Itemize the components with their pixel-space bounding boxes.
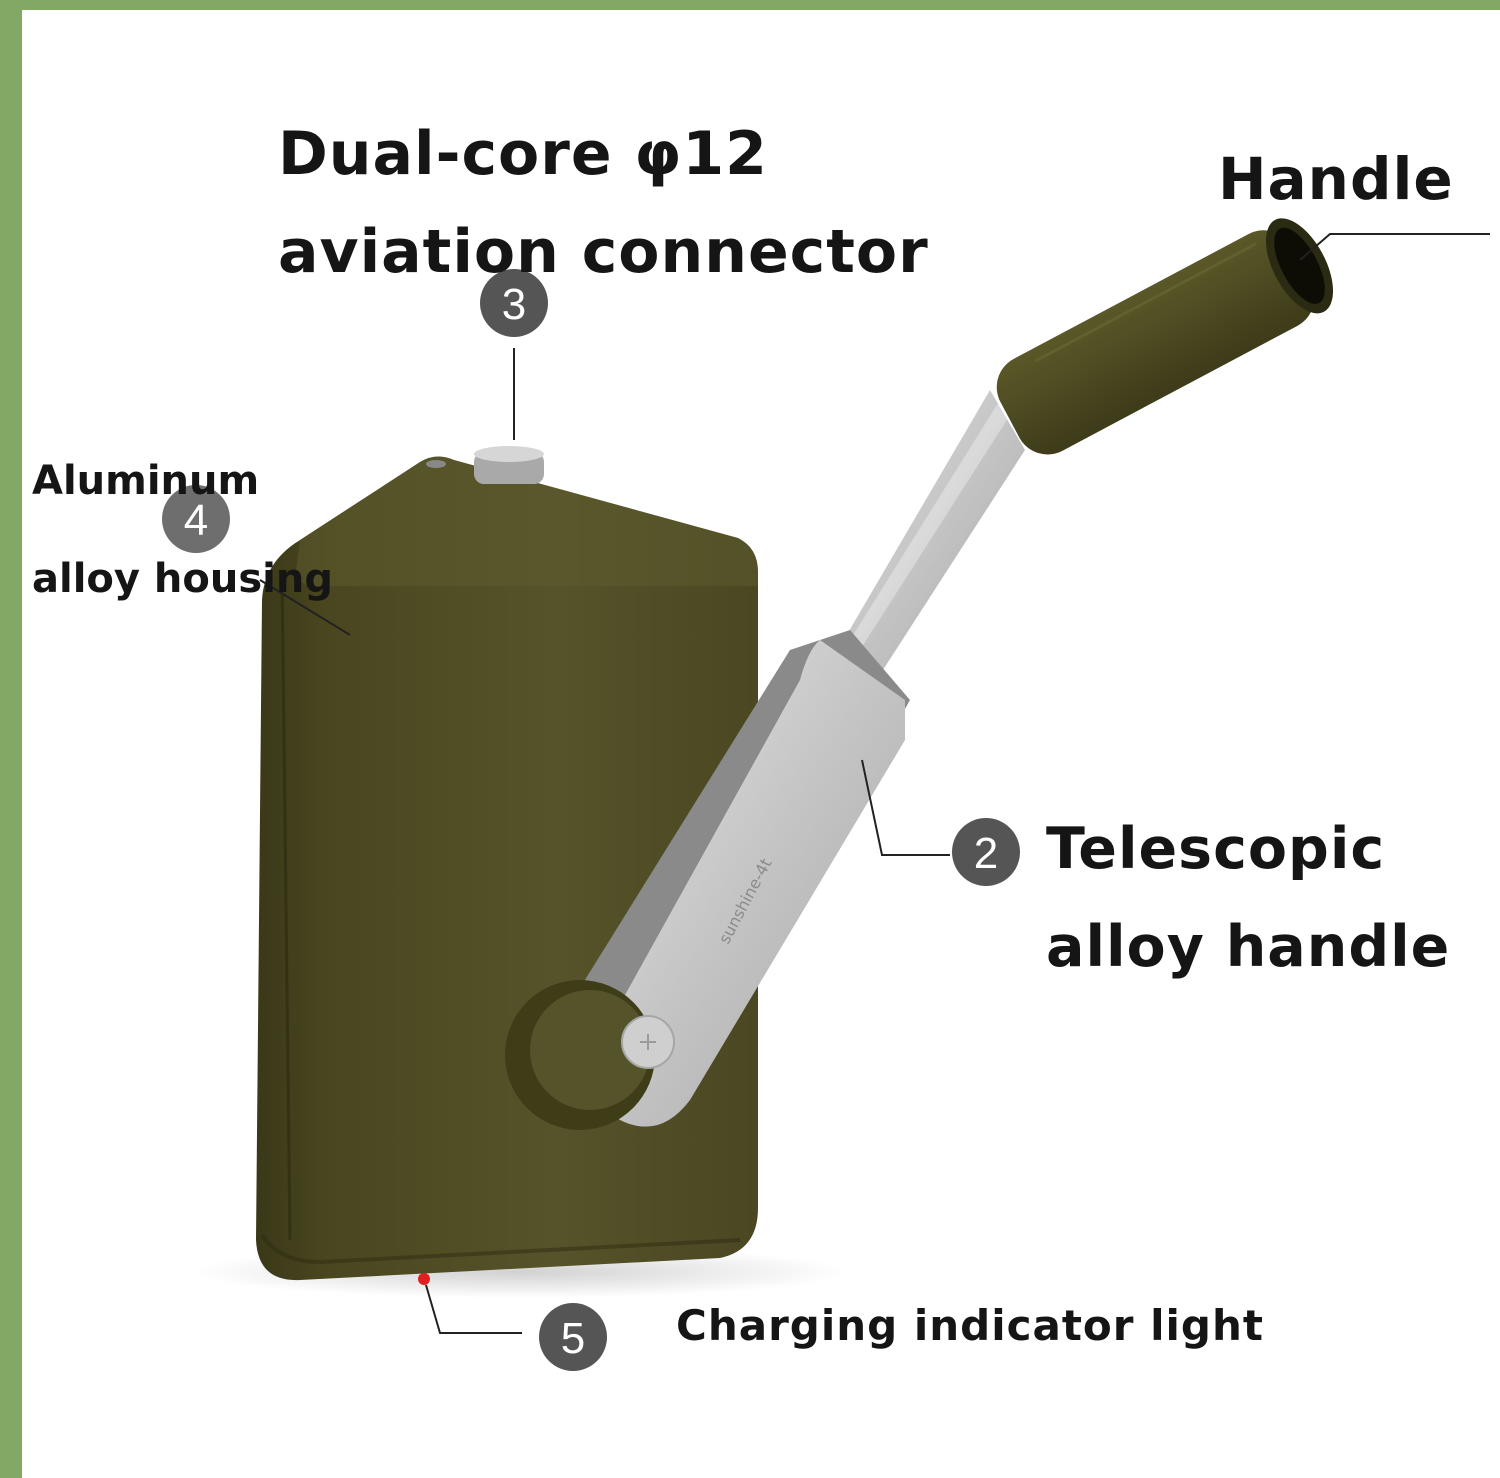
label-aviation-connector: Dual-core φ12 aviation connector xyxy=(278,105,929,301)
label-aviation-connector-line1: Dual-core φ12 xyxy=(278,119,768,189)
label-telescopic-handle: Telescopic alloy handle xyxy=(1046,800,1450,996)
label-handle-text: Handle xyxy=(1218,145,1454,213)
badge-3: 3 xyxy=(480,269,548,337)
label-housing-line2: alloy housing xyxy=(32,556,333,602)
badge-5: 5 xyxy=(539,1303,607,1371)
aviation-connector xyxy=(426,446,544,484)
badge-4: 4 xyxy=(162,485,230,553)
svg-text:4: 4 xyxy=(184,496,208,545)
charging-led xyxy=(418,1273,430,1285)
svg-text:3: 3 xyxy=(502,280,526,329)
pivot-hub xyxy=(505,980,675,1130)
label-aviation-connector-line2: aviation connector xyxy=(278,217,929,287)
badge-2: 2 xyxy=(952,818,1020,886)
label-telescopic-line2: alloy handle xyxy=(1046,914,1451,980)
telescopic-arm: sunshine-4t xyxy=(560,630,910,1127)
leader-lines xyxy=(259,233,1490,1334)
label-charging-indicator: Charging indicator light xyxy=(676,1298,1264,1354)
handle-grip xyxy=(996,218,1334,455)
label-charging-indicator-text: Charging indicator light xyxy=(676,1301,1264,1350)
label-handle: Handle xyxy=(1218,145,1454,213)
label-housing-line1: Aluminum xyxy=(32,458,260,504)
svg-text:2: 2 xyxy=(974,829,998,878)
svg-text:5: 5 xyxy=(561,1314,585,1363)
label-housing: Aluminum alloy housing xyxy=(32,432,333,628)
telescopic-shaft xyxy=(832,390,1025,690)
label-telescopic-line1: Telescopic xyxy=(1046,816,1386,882)
